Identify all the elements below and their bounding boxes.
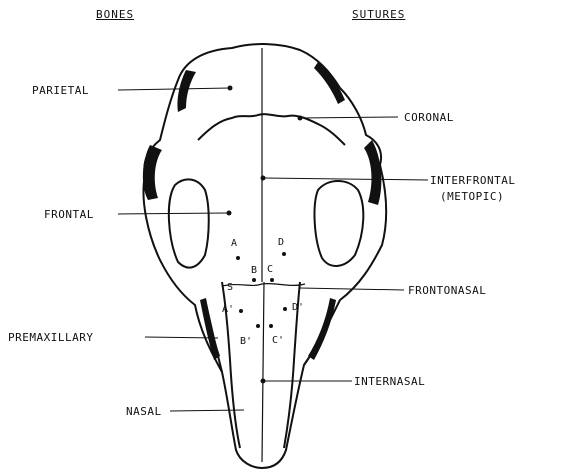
point-b: B xyxy=(251,265,257,276)
point-d-prime: D' xyxy=(292,302,304,313)
right-parietal-shading xyxy=(314,62,345,104)
dot-d-prime xyxy=(283,307,287,311)
dot-interfrontal xyxy=(261,176,266,181)
coronal-suture-line xyxy=(198,114,345,145)
point-c-prime: C' xyxy=(272,335,284,346)
dot-internasal xyxy=(261,379,266,384)
right-orbit xyxy=(315,181,364,266)
left-orbit xyxy=(169,179,209,267)
label-nasal: NASAL xyxy=(126,405,162,418)
label-premaxillary: PREMAXILLARY xyxy=(8,331,93,344)
label-metopic: (METOPIC) xyxy=(440,190,504,203)
internasal-suture-line xyxy=(262,282,264,462)
label-interfrontal: INTERFRONTAL xyxy=(430,174,515,187)
bones-header: BONES xyxy=(96,8,134,21)
label-internasal: INTERNASAL xyxy=(354,375,425,388)
point-b-prime: B' xyxy=(240,336,252,347)
right-premax-shading xyxy=(308,298,336,360)
point-a: A xyxy=(231,238,237,249)
dot-a xyxy=(236,256,240,260)
label-coronal: CORONAL xyxy=(404,111,454,124)
label-parietal: PARIETAL xyxy=(32,84,89,97)
point-s: S xyxy=(227,282,233,293)
leader-interfrontal xyxy=(264,178,428,180)
point-d: D xyxy=(278,237,284,248)
sutures-header: SUTURES xyxy=(352,8,405,21)
dot-c xyxy=(270,278,274,282)
dot-b xyxy=(252,278,256,282)
left-zygomatic-shading xyxy=(143,145,162,200)
label-frontonasal: FRONTONASAL xyxy=(408,284,486,297)
dot-a-prime xyxy=(239,309,243,313)
dot-coronal xyxy=(298,116,303,121)
dot-c-prime xyxy=(269,324,273,328)
leader-coronal xyxy=(300,117,398,118)
point-c: C xyxy=(267,264,273,275)
label-frontal: FRONTAL xyxy=(44,208,94,221)
leader-nasal xyxy=(170,410,244,411)
point-a-prime: A' xyxy=(222,304,234,315)
dot-d xyxy=(282,252,286,256)
leader-frontal xyxy=(118,213,228,214)
dot-parietal xyxy=(228,86,233,91)
dot-frontal xyxy=(227,211,232,216)
leader-premaxillary xyxy=(145,337,218,338)
dot-b-prime xyxy=(256,324,260,328)
